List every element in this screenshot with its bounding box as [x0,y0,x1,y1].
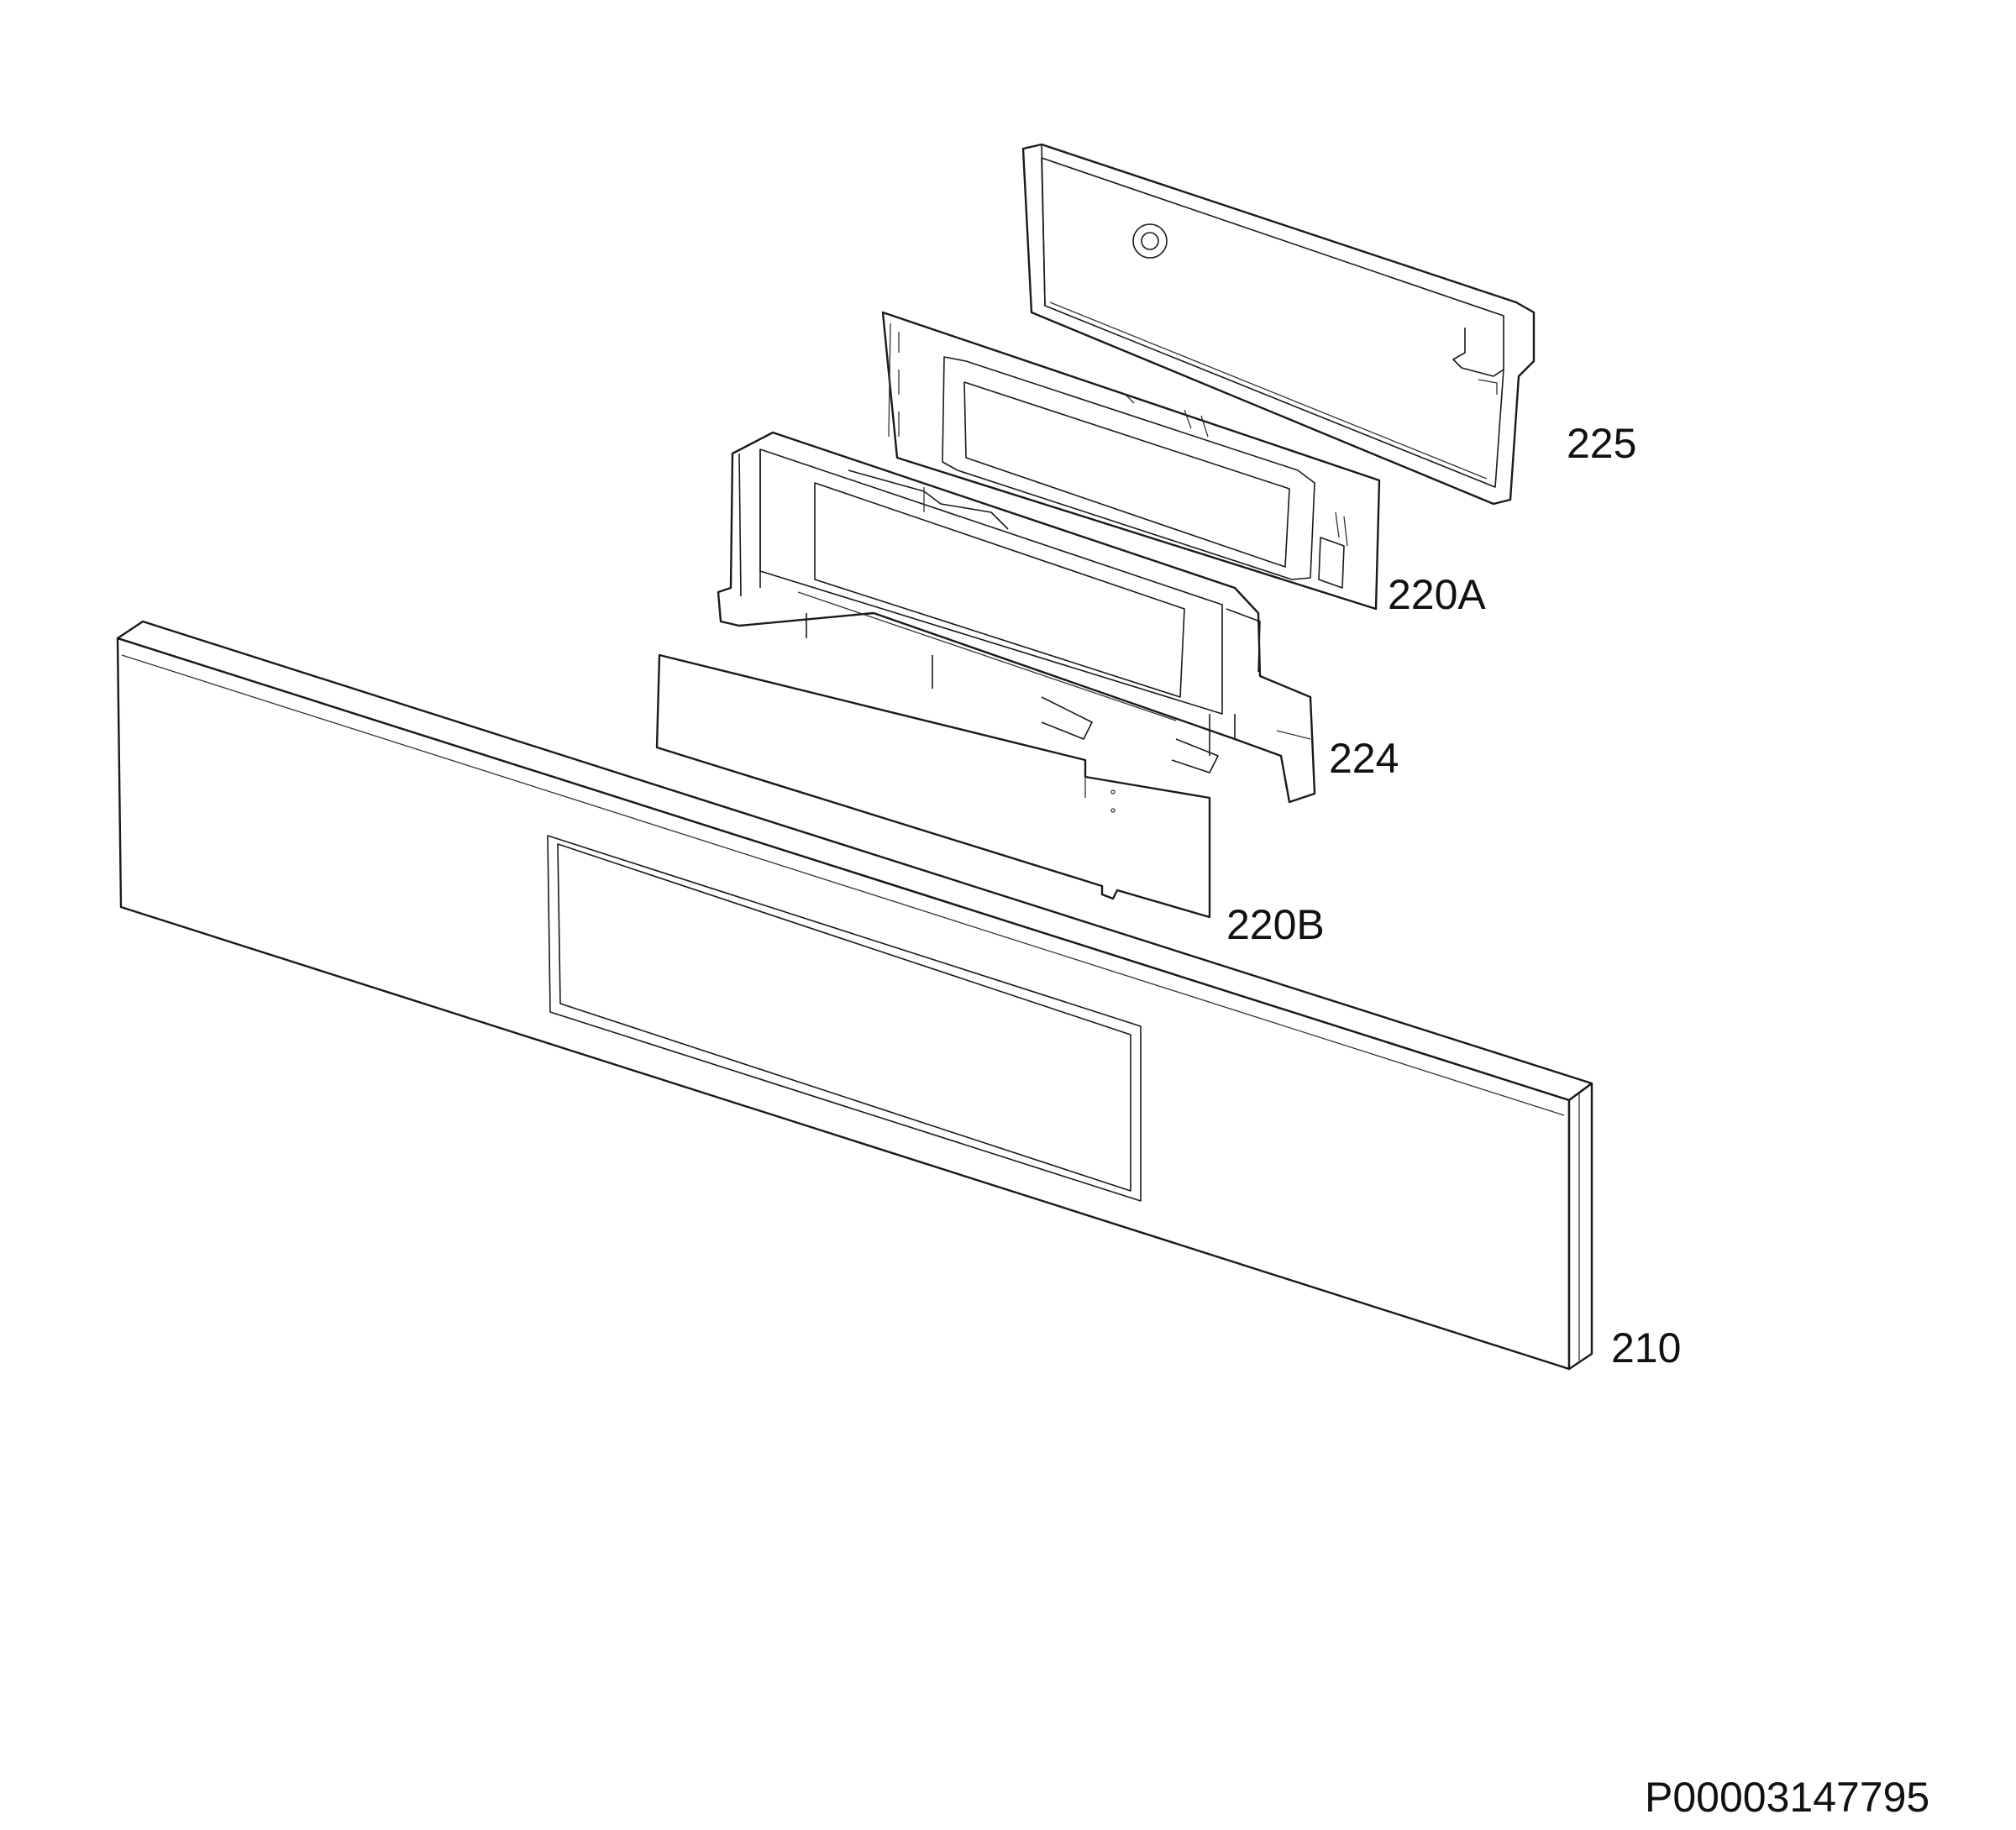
part-220B-board [655,653,1211,919]
label-220B: 220B [1226,901,1325,948]
part-225-cover [1021,143,1536,506]
label-210: 210 [1611,1324,1681,1371]
part-210-front-panel [116,620,1593,1371]
part-220A-board [881,311,1381,611]
label-224: 224 [1329,735,1399,782]
document-id: P00003147795 [1645,1774,1929,1821]
label-225: 225 [1567,420,1636,467]
label-220A: 220A [1388,571,1486,618]
part-224-frame [717,431,1316,804]
